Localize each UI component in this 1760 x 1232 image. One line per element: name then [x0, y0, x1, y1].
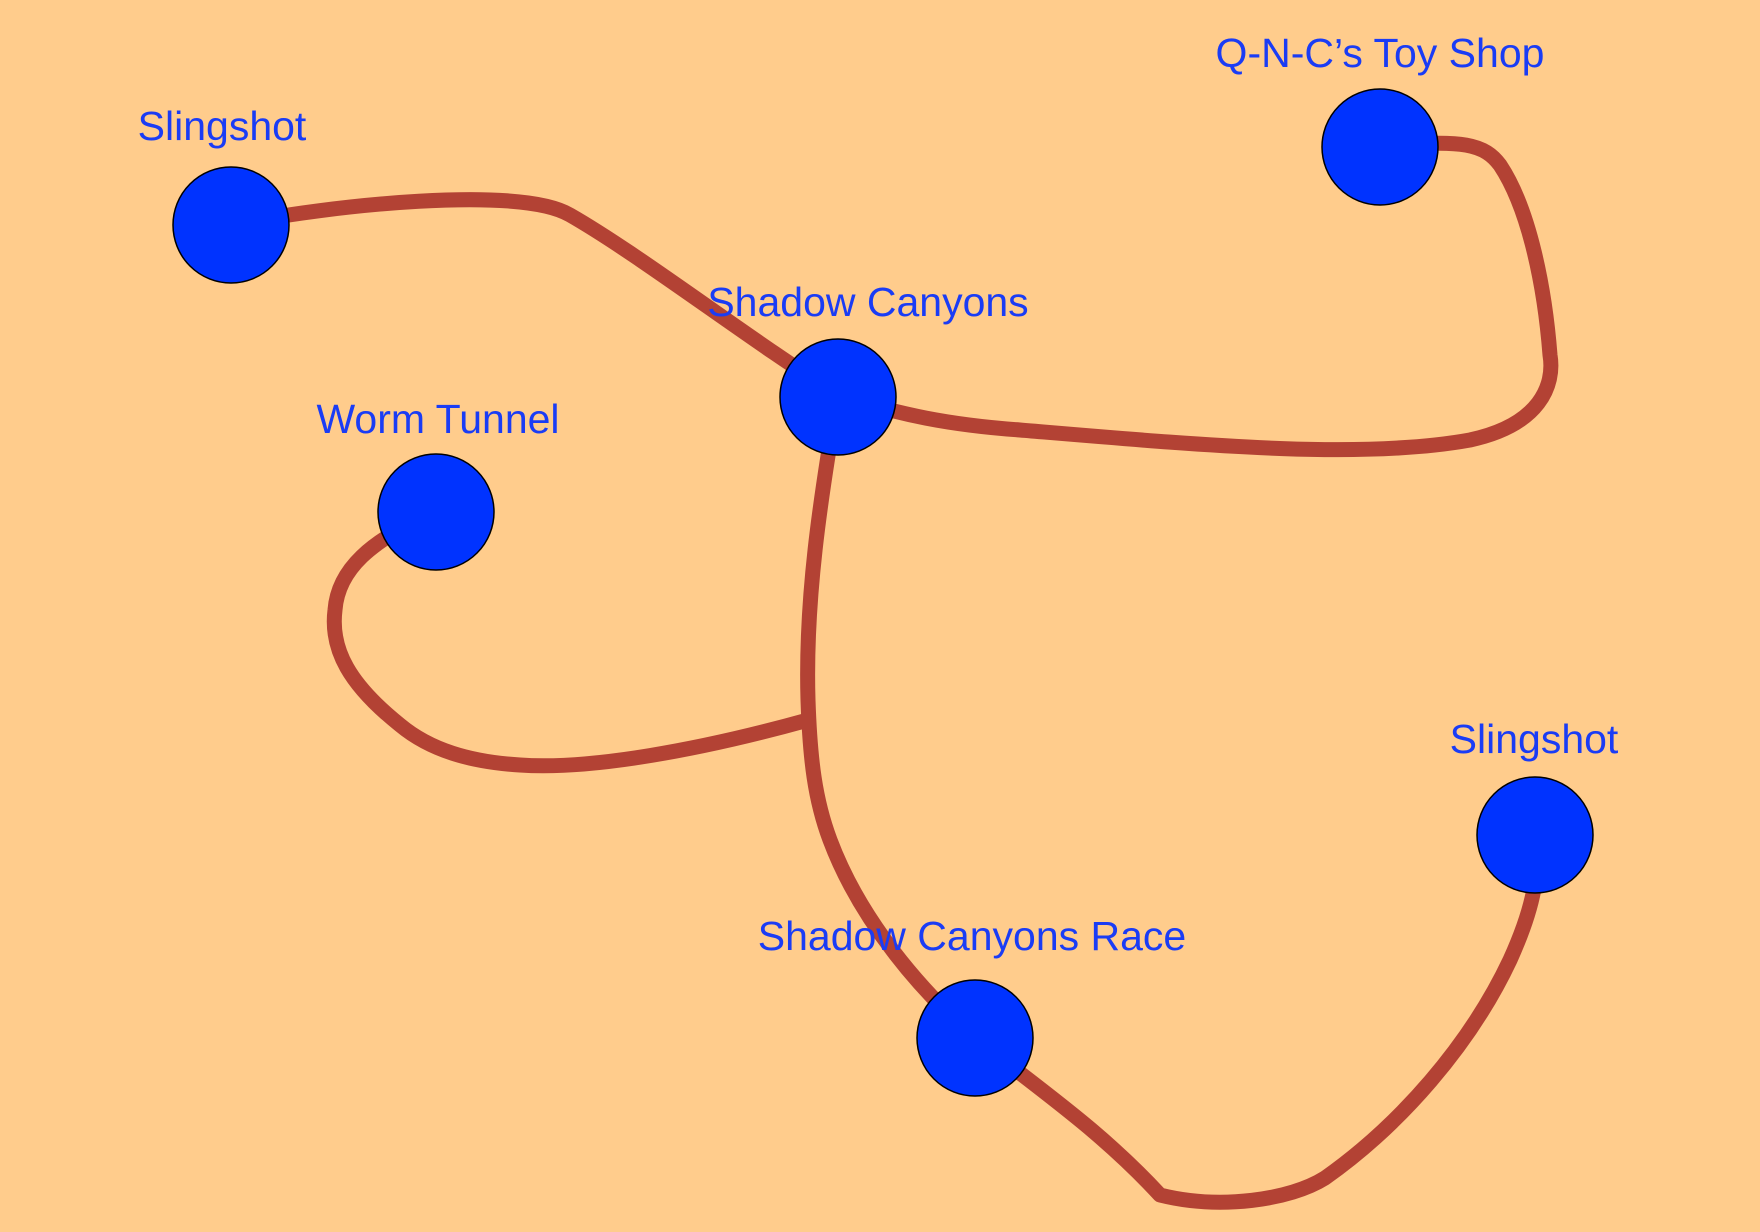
location-marker[interactable]	[377, 453, 495, 571]
location-slingshot-east[interactable]: Slingshot	[1450, 716, 1619, 894]
path-shadow-canyons-to-toy-shop	[830, 135, 1559, 458]
location-qncs-toy-shop[interactable]: Q-N-C’s Toy Shop	[1216, 30, 1545, 206]
paths-layer	[223, 135, 1559, 1210]
path-shadow-canyons-to-race	[800, 387, 983, 1046]
location-marker[interactable]	[172, 166, 290, 284]
location-worm-tunnel[interactable]: Worm Tunnel	[316, 396, 560, 571]
location-marker[interactable]	[1476, 776, 1594, 894]
location-shadow-canyons[interactable]: Shadow Canyons	[707, 279, 1029, 456]
path-race-to-slingshot	[967, 827, 1545, 1210]
location-label: Slingshot	[1450, 716, 1619, 762]
location-label: Shadow Canyons	[707, 279, 1028, 325]
location-marker[interactable]	[779, 338, 897, 456]
location-label: Q-N-C’s Toy Shop	[1216, 30, 1545, 76]
path-junction-to-worm-tunnel	[326, 504, 816, 774]
path-slingshot-to-shadow-canyons	[223, 192, 846, 403]
location-label: Worm Tunnel	[316, 396, 559, 442]
locations-layer: Slingshot Q-N-C’s Toy Shop Shadow Canyon…	[138, 30, 1619, 1097]
location-marker[interactable]	[1321, 88, 1439, 206]
location-shadow-canyons-race[interactable]: Shadow Canyons Race	[758, 913, 1186, 1097]
location-slingshot-north[interactable]: Slingshot	[138, 103, 307, 284]
location-marker[interactable]	[916, 979, 1034, 1097]
location-label: Shadow Canyons Race	[758, 913, 1186, 959]
location-label: Slingshot	[138, 103, 307, 149]
